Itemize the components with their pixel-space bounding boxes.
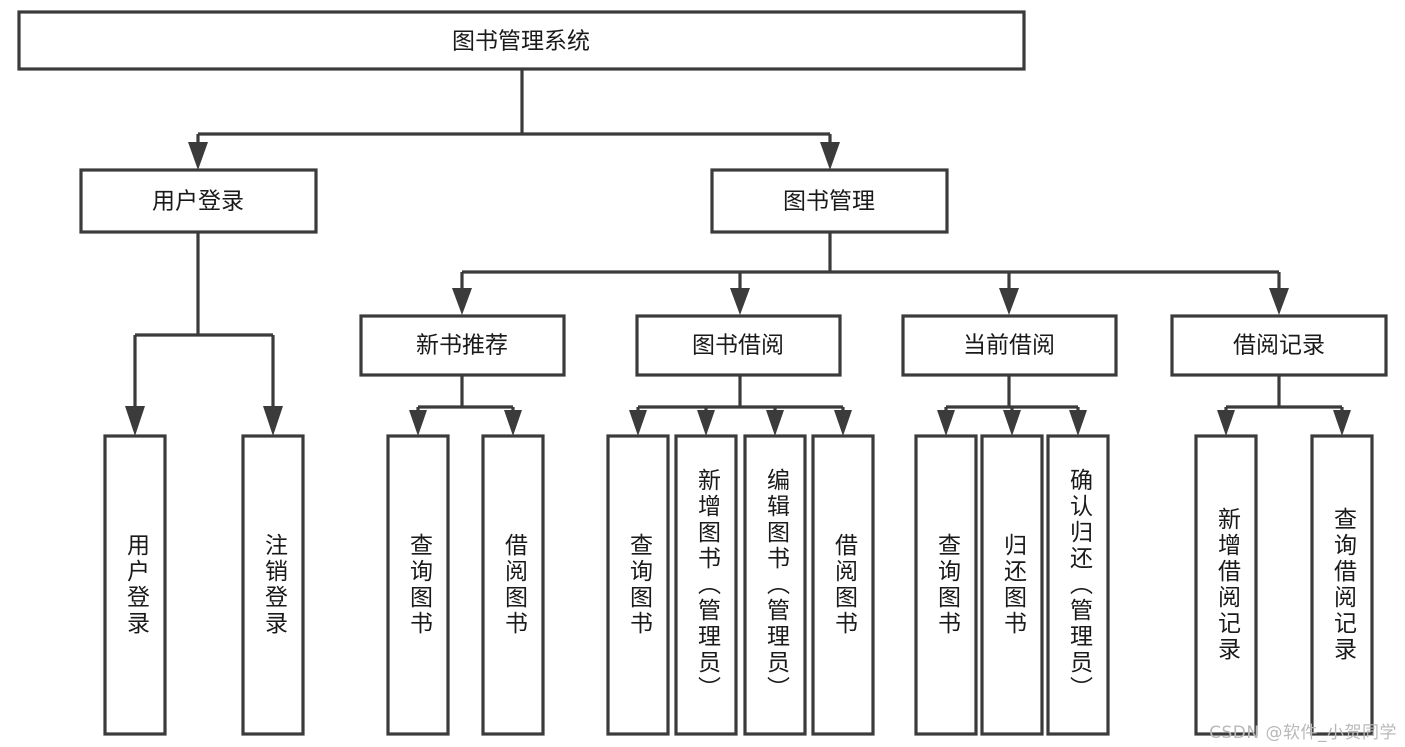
csdn-watermark: CSDN @软件_小贺同学 [1209,723,1397,743]
node-leaf-3[interactable]: 查询图书 [386,434,450,736]
node-leaf-5-label: 查询图书 [626,533,654,637]
node-leaf-8-label: 借阅图书 [831,533,859,637]
node-leaf-6-label: 新增图书（管理员） [694,468,722,702]
node-newbook[interactable]: 新书推荐 [359,314,566,377]
arrowhead-leaf-9 [937,410,955,436]
node-borrow-label: 图书借阅 [692,333,784,359]
node-bookmgmt-label: 图书管理 [783,189,875,215]
node-leaf-9-label: 查询图书 [934,533,962,637]
node-leaf-7-box[interactable] [743,434,807,736]
arrowhead-leaf-6 [697,410,715,436]
node-leaf-5[interactable]: 查询图书 [606,434,670,736]
node-leaf-4[interactable]: 借阅图书 [481,434,545,736]
arrowhead-current [999,288,1019,315]
edge-group-newbook-to-leaves [409,375,522,436]
arrowhead-leaf-13 [1333,410,1351,436]
node-root-box[interactable] [17,10,1026,71]
node-leaf-9-box[interactable] [914,434,978,736]
arrowhead-leaf-8 [834,410,852,436]
node-leaf-12[interactable]: 新增借阅记录 [1194,434,1258,736]
node-login[interactable]: 用户登录 [79,168,318,234]
arrowhead-leaf-5 [629,410,647,436]
node-leaf-8[interactable]: 借阅图书 [811,434,875,736]
node-records-box[interactable] [1170,314,1388,377]
node-leaf-1-box[interactable] [103,434,167,736]
arrowhead-leaf-11 [1069,410,1087,436]
node-leaf-1-label: 用户登录 [123,533,151,637]
node-root[interactable]: 图书管理系统 [17,10,1026,71]
node-leaf-2-label: 注销登录 [261,533,289,637]
edge-group-bookmgmt-to-level3 [452,232,1289,315]
arrowhead-newbook [452,288,472,315]
arrowhead-leaf-12 [1217,410,1235,436]
node-leaf-11-box[interactable] [1046,434,1110,736]
node-leaf-5-box[interactable] [606,434,670,736]
node-leaf-8-box[interactable] [811,434,875,736]
edge-group-login-to-leaves [125,232,283,436]
node-borrow-box[interactable] [635,314,842,377]
node-leaf-10-label: 归还图书 [1000,533,1028,637]
edge-group-root-to-level2 [188,69,840,170]
node-current-box[interactable] [901,314,1118,377]
node-leaf-11[interactable]: 确认归还（管理员） [1046,434,1110,736]
arrowhead-bookmgmt [820,142,840,170]
arrowhead-login [188,142,208,170]
node-login-box[interactable] [79,168,318,234]
node-leaf-6-box[interactable] [674,434,738,736]
node-leaf-3-box[interactable] [386,434,450,736]
arrowhead-records [1269,288,1289,315]
node-leaf-1[interactable]: 用户登录 [103,434,167,736]
node-newbook-label: 新书推荐 [416,333,508,359]
node-leaf-3-label: 查询图书 [406,533,434,637]
edge-group-records-to-leaves [1217,375,1351,436]
node-leaf-4-box[interactable] [481,434,545,736]
node-leaf-10[interactable]: 归还图书 [980,434,1044,736]
node-leaf-2-box[interactable] [241,434,305,736]
node-leaf-7-label: 编辑图书（管理员） [763,468,791,702]
node-newbook-box[interactable] [359,314,566,377]
node-root-label: 图书管理系统 [452,29,590,55]
node-leaf-4-label: 借阅图书 [501,533,529,637]
node-leaf-10-box[interactable] [980,434,1044,736]
node-leaf-12-box[interactable] [1194,434,1258,736]
node-records-label: 借阅记录 [1233,333,1325,359]
node-records[interactable]: 借阅记录 [1170,314,1388,377]
node-borrow[interactable]: 图书借阅 [635,314,842,377]
node-leaf-7[interactable]: 编辑图书（管理员） [743,434,807,736]
node-login-label: 用户登录 [152,189,244,215]
arrowhead-leaf-4 [504,410,522,436]
node-leaf-11-label: 确认归还（管理员） [1066,468,1094,702]
node-leaf-13-box[interactable] [1310,434,1374,736]
node-current[interactable]: 当前借阅 [901,314,1118,377]
node-leaf-2[interactable]: 注销登录 [241,434,305,736]
arrowhead-leaf-10 [1003,410,1021,436]
node-leaf-9[interactable]: 查询图书 [914,434,978,736]
node-bookmgmt[interactable]: 图书管理 [710,168,949,234]
edge-group-borrow-to-leaves [629,375,852,436]
arrowhead-leaf-3 [409,410,427,436]
arrowhead-borrow [730,288,750,315]
node-leaf-13[interactable]: 查询借阅记录 [1310,434,1374,736]
arrowhead-leaf-7 [766,410,784,436]
node-current-label: 当前借阅 [963,333,1055,359]
node-bookmgmt-box[interactable] [710,168,949,234]
node-leaf-6[interactable]: 新增图书（管理员） [674,434,738,736]
arrowhead-leaf-2 [263,406,283,436]
node-leaf-12-label: 新增借阅记录 [1214,507,1242,663]
node-leaf-13-label: 查询借阅记录 [1330,507,1358,663]
arrowhead-leaf-1 [125,406,145,436]
edge-group-current-to-leaves [937,375,1087,436]
